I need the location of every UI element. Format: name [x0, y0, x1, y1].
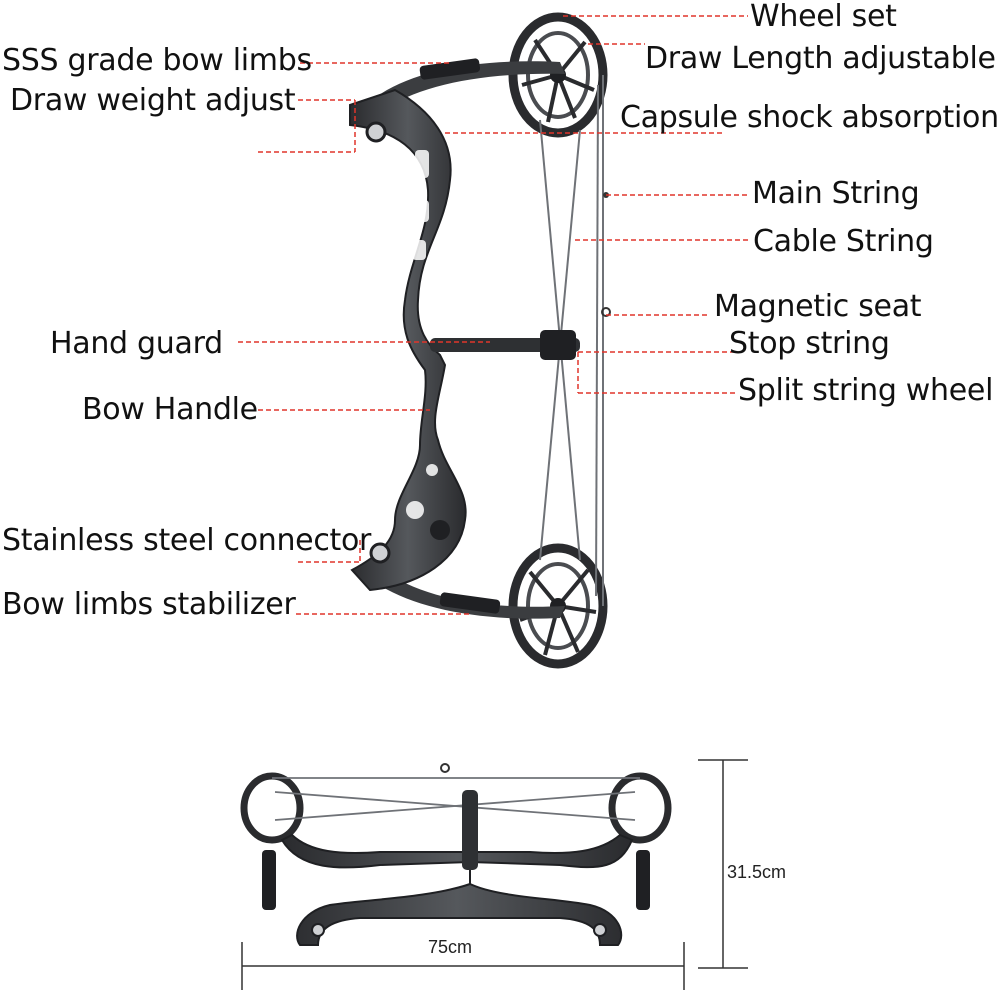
lower-limb	[372, 568, 565, 619]
label-cable-string: Cable String	[753, 224, 934, 259]
lower-cam-wheel	[508, 543, 608, 669]
upper-limb	[372, 58, 565, 112]
dimension-height: 31.5cm	[727, 862, 787, 882]
label-draw-length: Draw Length adjustable	[645, 41, 996, 76]
dimension-width: 75cm	[428, 937, 473, 957]
label-stop-string: Stop string	[729, 326, 890, 361]
label-draw-weight: Draw weight adjust	[10, 83, 296, 118]
arrow-rest-assembly	[430, 330, 580, 360]
label-hand-guard: Hand guard	[50, 326, 223, 361]
label-sss-limbs: SSS grade bow limbs	[2, 43, 312, 78]
dimension-lines	[241, 759, 748, 990]
label-bow-handle: Bow Handle	[82, 392, 258, 427]
label-main-string: Main String	[752, 176, 920, 211]
bow-side-view	[240, 763, 672, 946]
upper-cam-wheel	[508, 12, 608, 138]
leader-lines	[238, 15, 750, 615]
label-capsule: Capsule shock absorption	[620, 100, 999, 135]
label-wheel-set: Wheel set	[750, 0, 897, 34]
label-magnetic-seat: Magnetic seat	[714, 289, 922, 324]
label-split-wheel: Split string wheel	[738, 373, 994, 408]
label-stabilizer: Bow limbs stabilizer	[2, 587, 296, 622]
label-connector: Stainless steel connector	[2, 523, 372, 558]
bow-riser	[349, 88, 467, 592]
magnetic-seat-icon	[601, 307, 611, 317]
